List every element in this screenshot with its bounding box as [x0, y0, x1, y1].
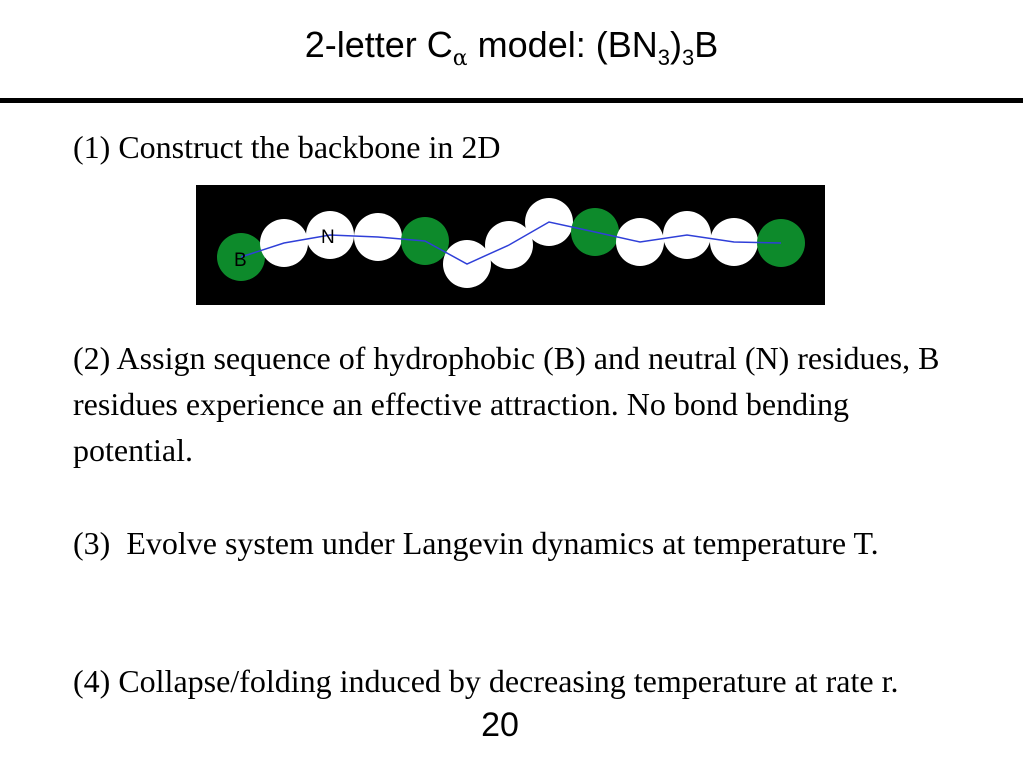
step-2-text: (2) Assign sequence of hydrophobic (B) a… — [73, 340, 948, 468]
title-subscript-1: 3 — [657, 45, 670, 70]
title-text: 2-letter C — [304, 24, 453, 65]
title-alpha-subscript: α — [452, 46, 468, 71]
step-3-text: (3) Evolve system under Langevin dynamic… — [73, 525, 879, 561]
backbone-line — [240, 221, 782, 265]
title-close-paren: ) — [669, 24, 682, 65]
step-1-text: (1) Construct the backbone in 2D — [73, 129, 501, 165]
backbone-figure: B N — [196, 185, 825, 305]
backbone-chain-diagram: B N — [196, 185, 825, 305]
bead-label-b: B — [234, 250, 247, 271]
title-subscript-2: 3 — [681, 45, 695, 70]
page-number: 20 — [481, 706, 519, 744]
title-tail: B — [694, 24, 719, 65]
title-divider — [0, 98, 1023, 103]
slide-title: 2-letter Cα model: (BN3)3B — [0, 22, 1023, 71]
bead-label-n: N — [321, 227, 335, 248]
step-4-text: (4) Collapse/folding induced by decreasi… — [73, 663, 899, 699]
title-text-rest: model: (BN — [467, 24, 658, 65]
